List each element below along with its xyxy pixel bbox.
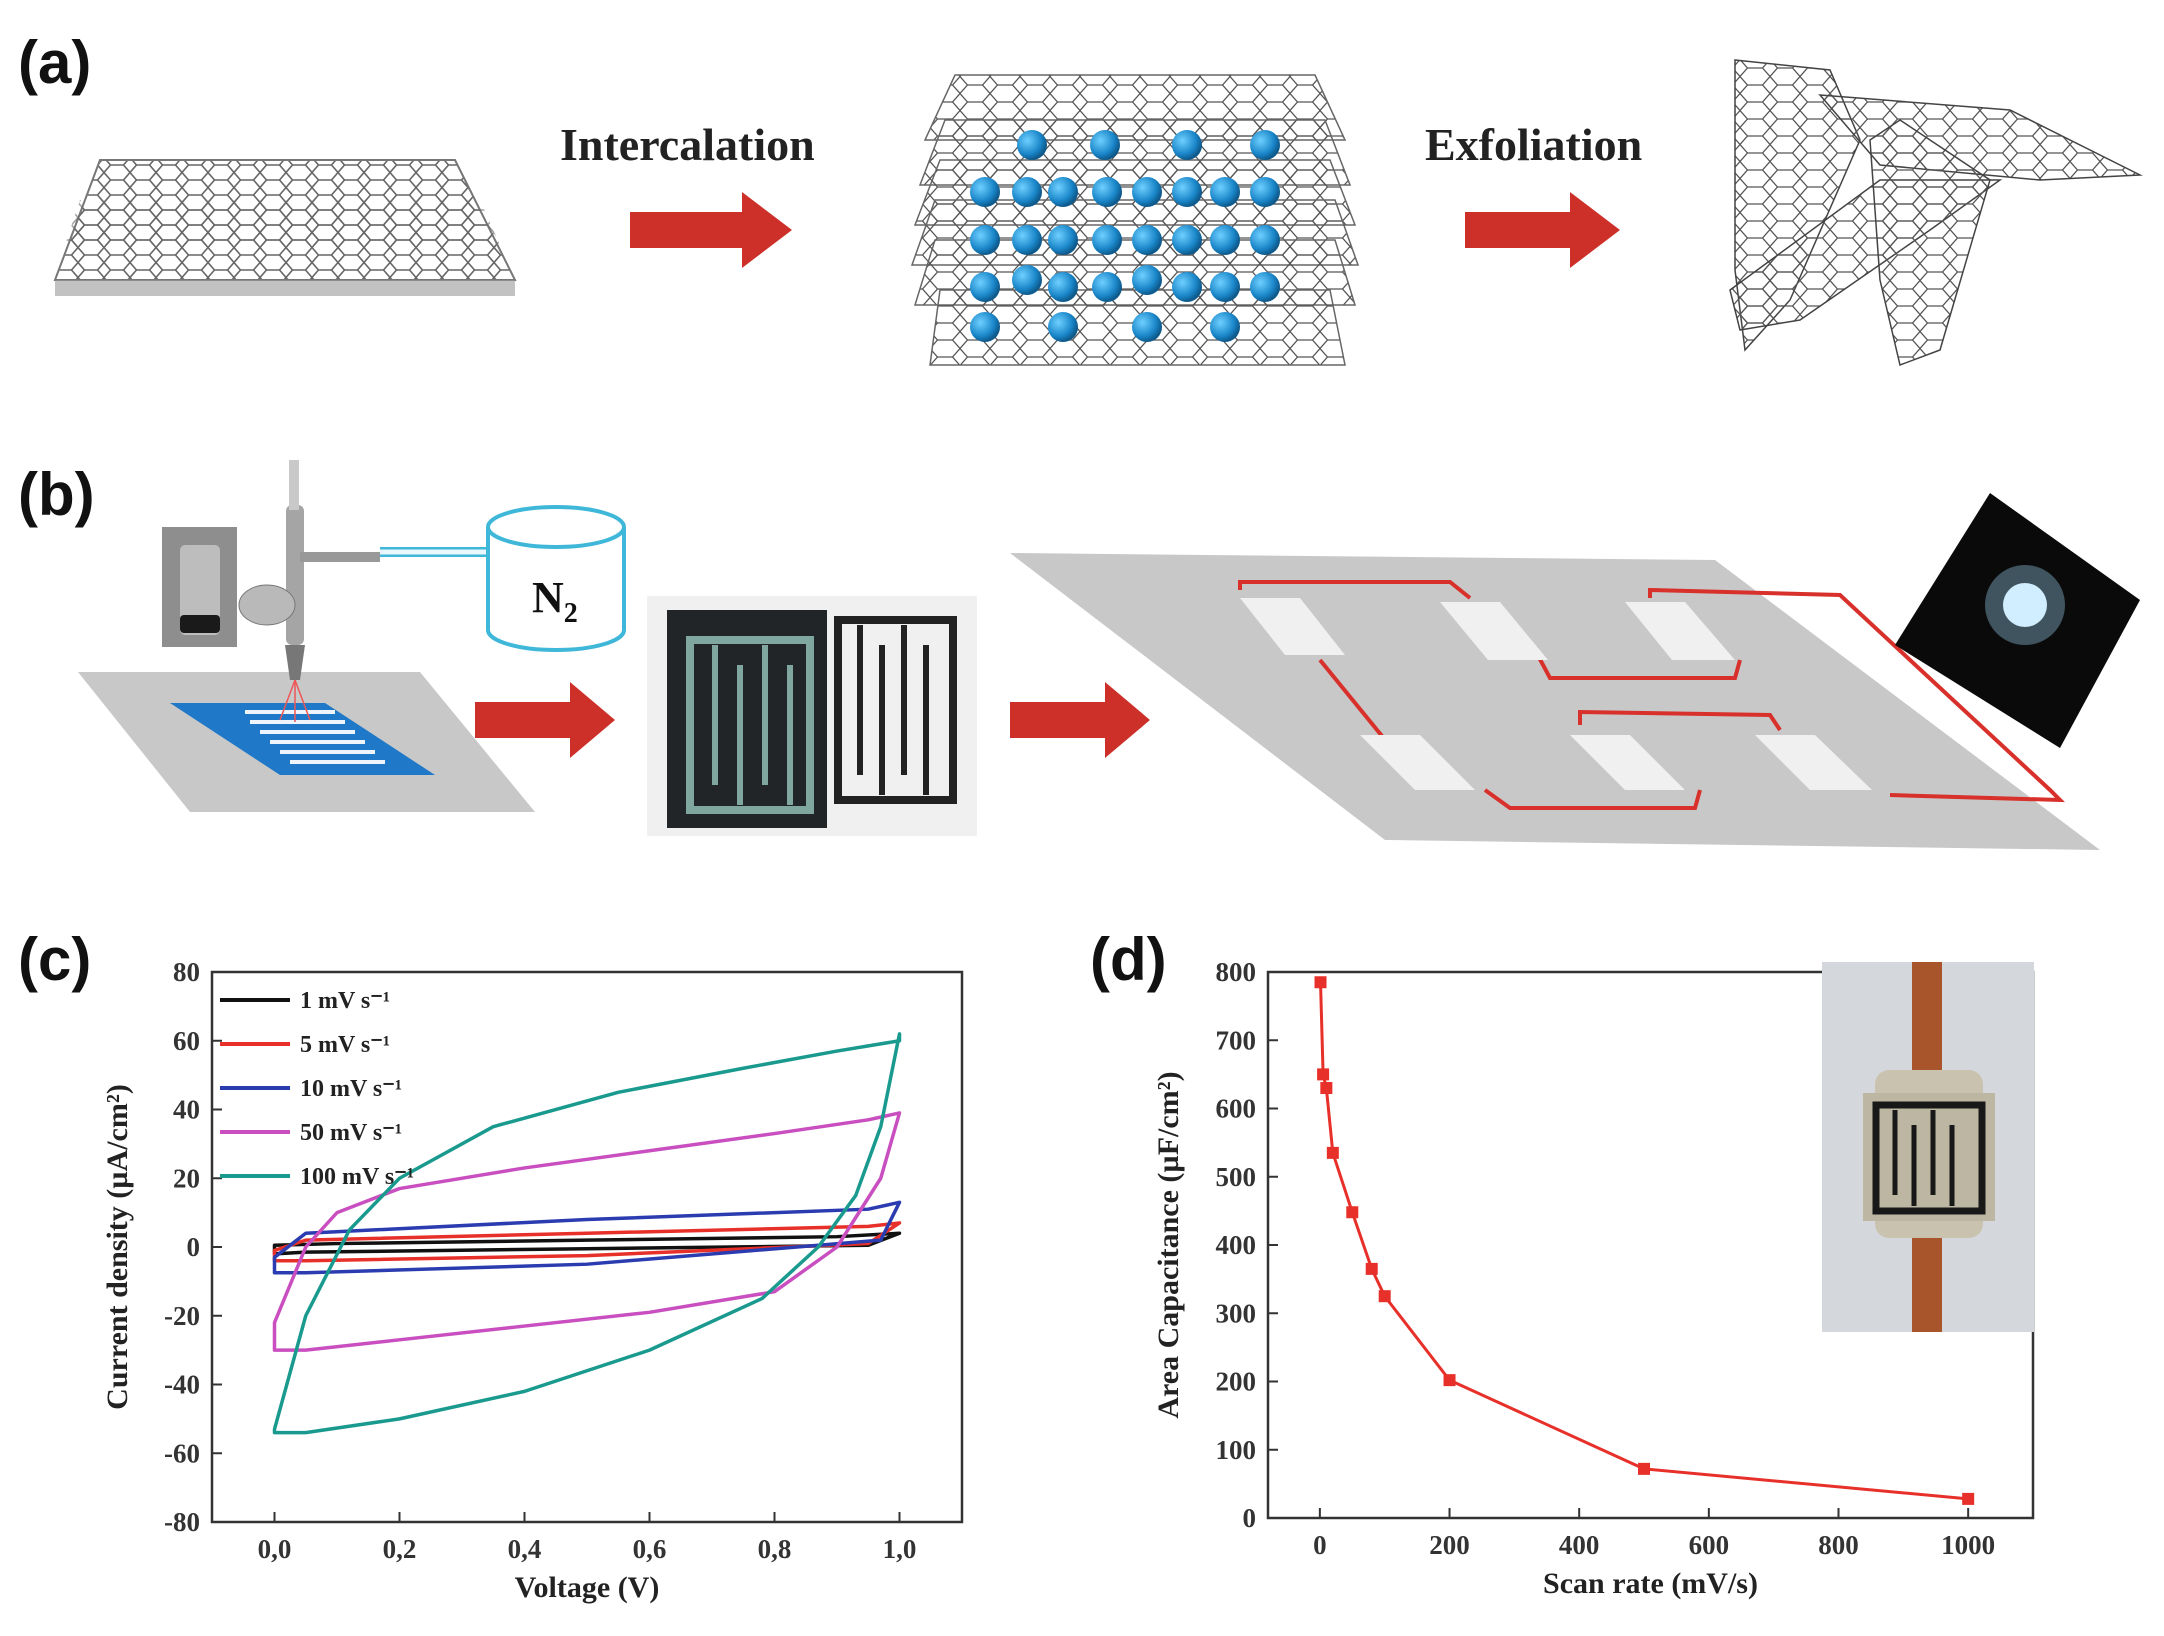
- x-tick-label: 600: [1689, 1530, 1730, 1560]
- x-tick-label: 0: [1313, 1530, 1327, 1560]
- y-tick-label: 500: [1216, 1162, 1257, 1192]
- graphite-sheet: [53, 159, 517, 296]
- y-tick-label: -20: [164, 1301, 200, 1331]
- process-arrow-1: [475, 682, 615, 758]
- plot-frame: [1266, 970, 2035, 1520]
- device-inset-photo: [1822, 962, 2034, 1332]
- legend-label: 10 mV s⁻¹: [300, 1076, 402, 1102]
- data-point: [1317, 1068, 1330, 1081]
- y-tick-label: 0: [187, 1232, 201, 1262]
- x-tick-label: 0,8: [758, 1534, 792, 1564]
- x-tick-label: 0,4: [508, 1534, 542, 1564]
- y-tick-label: 80: [173, 957, 200, 987]
- data-point: [1320, 1082, 1333, 1095]
- panel-label-c: (c): [18, 926, 92, 993]
- y-tick-label: 20: [173, 1163, 200, 1193]
- y-tick-label: 700: [1216, 1025, 1257, 1055]
- y-tick-label: 100: [1216, 1435, 1257, 1465]
- plot-frame: [210, 970, 964, 1524]
- y-tick-label: -60: [164, 1438, 200, 1468]
- y-tick-label: 40: [173, 1095, 200, 1125]
- dispersion-vial-photo: [162, 527, 237, 647]
- device-array-board: [1010, 553, 2100, 850]
- data-point: [1378, 1290, 1391, 1303]
- airbrush-nozzle: [238, 460, 380, 722]
- y-tick-label: 600: [1216, 1094, 1257, 1124]
- legend-label: 5 mV s⁻¹: [300, 1032, 390, 1058]
- nitrogen-tank: [380, 505, 626, 652]
- y-axis-title: Current density (µA/cm²): [101, 1084, 134, 1410]
- x-tick-label: 0,6: [633, 1534, 667, 1564]
- cv-curve-series: [272, 1231, 902, 1256]
- x-tick-label: 1000: [1941, 1530, 1995, 1560]
- process-arrow-2: [1010, 682, 1150, 758]
- x-tick-label: 400: [1559, 1530, 1600, 1560]
- panel-label-a: (a): [18, 29, 92, 96]
- spray-substrate: [78, 672, 535, 812]
- y-tick-label: 300: [1216, 1298, 1257, 1328]
- y-tick-label: -80: [164, 1507, 200, 1537]
- exfoliation-label: Exfoliation: [1425, 119, 1642, 170]
- x-tick-label: 0,2: [383, 1534, 417, 1564]
- x-tick-label: 1,0: [883, 1534, 917, 1564]
- panel-b-illustration: N2: [78, 460, 2140, 850]
- x-axis-title: Voltage (V): [515, 1571, 660, 1604]
- exfoliation-arrow: [1465, 192, 1620, 268]
- x-tick-label: 200: [1429, 1530, 1470, 1560]
- data-point: [1346, 1206, 1359, 1219]
- led-photo: [1895, 493, 2140, 748]
- y-tick-label: 0: [1243, 1503, 1257, 1533]
- cv-curve-series: [272, 1032, 902, 1435]
- intercalation-label: Intercalation: [560, 119, 815, 170]
- y-tick-label: 200: [1216, 1367, 1257, 1397]
- cv-curve-series: [272, 1200, 902, 1275]
- capacitance-line: [1319, 982, 1969, 1501]
- y-tick-label: 400: [1216, 1230, 1257, 1260]
- exfoliated-sheets: [1729, 59, 2143, 367]
- legend-label: 1 mV s⁻¹: [300, 988, 390, 1014]
- x-tick-label: 800: [1818, 1530, 1859, 1560]
- panel-a-illustration: Intercalation Exfoliation: [53, 59, 2143, 367]
- y-tick-label: 60: [173, 1026, 200, 1056]
- x-axis-title: Scan rate (mV/s): [1543, 1567, 1758, 1600]
- data-point: [1326, 1146, 1339, 1159]
- y-axis-title: Area Capacitance (µF/cm²): [1152, 1071, 1185, 1418]
- data-point: [1314, 976, 1327, 989]
- data-point: [1443, 1374, 1456, 1387]
- intercalation-arrow: [630, 192, 792, 268]
- x-tick-label: 0,0: [258, 1534, 292, 1564]
- data-point: [1638, 1462, 1651, 1475]
- data-point: [1962, 1492, 1975, 1505]
- legend-label: 50 mV s⁻¹: [300, 1120, 402, 1146]
- y-tick-label: -40: [164, 1370, 200, 1400]
- panel-label-b: (b): [18, 461, 95, 528]
- cv-curve-series: [272, 1221, 902, 1263]
- panel-label-d: (d): [1090, 926, 1167, 993]
- intercalated-stack: [910, 74, 1360, 366]
- printed-electrode-photo: [647, 596, 977, 836]
- cv-curve-series: [272, 1111, 902, 1352]
- data-point: [1365, 1262, 1378, 1275]
- legend-label: 100 mV s⁻¹: [300, 1164, 414, 1190]
- y-tick-label: 800: [1216, 957, 1257, 987]
- nitrogen-label: N2: [532, 573, 578, 629]
